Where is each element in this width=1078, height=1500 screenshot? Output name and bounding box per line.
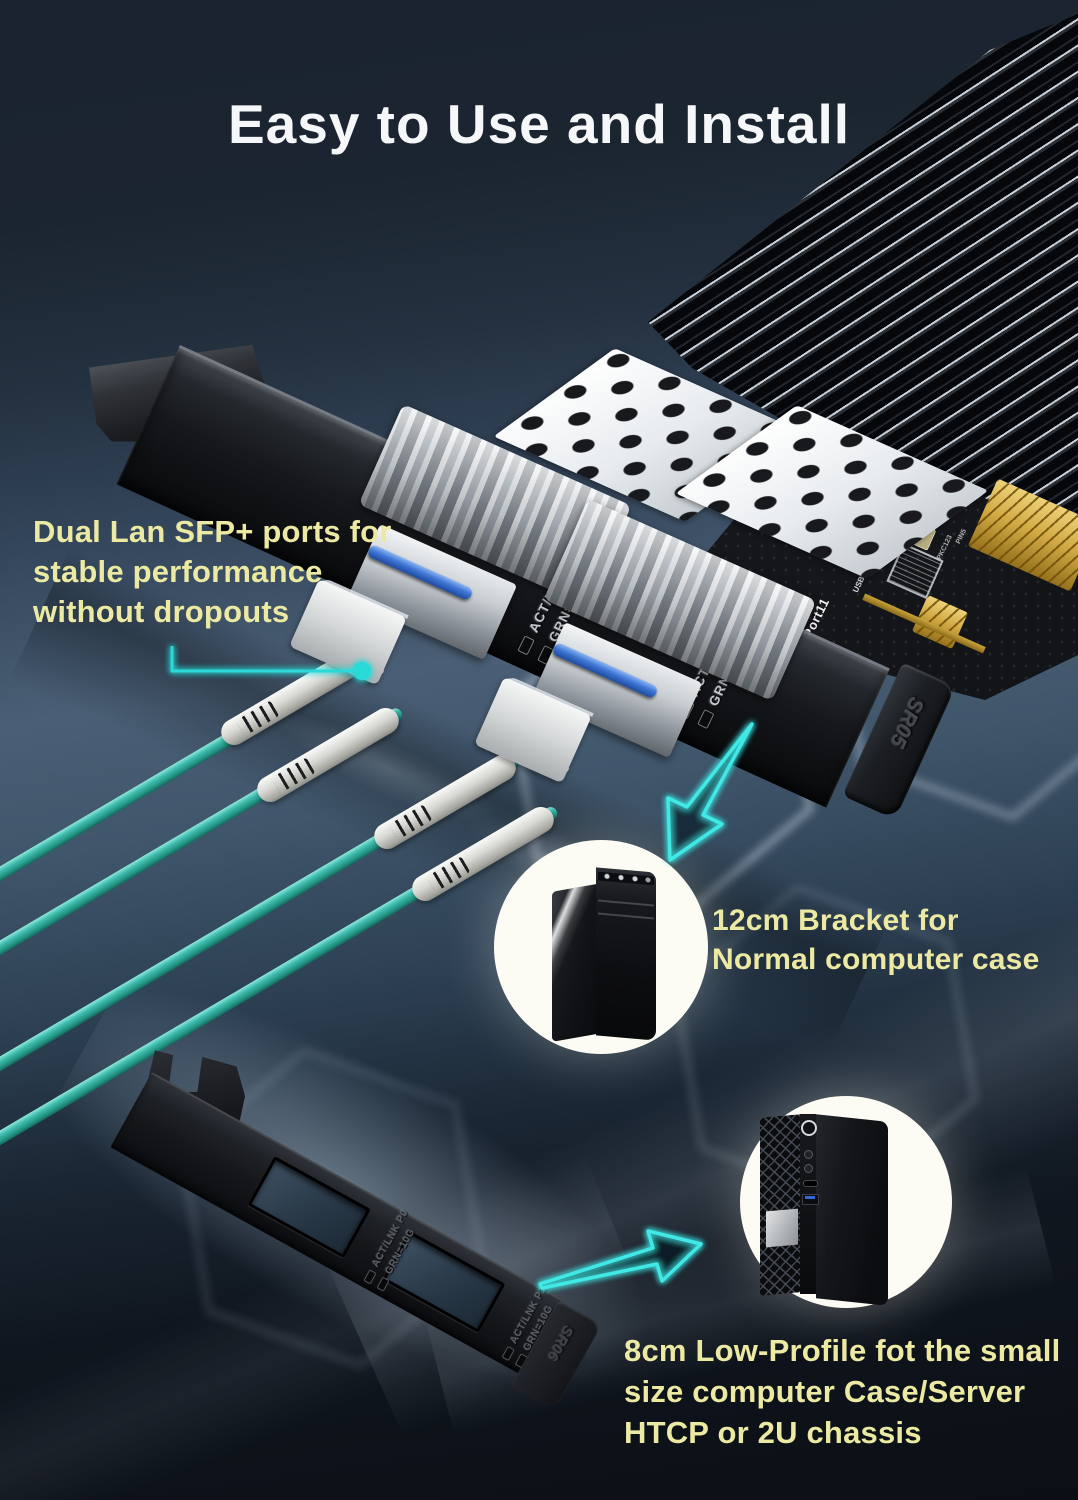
- annotation-line: HTCP or 2U chassis: [624, 1415, 922, 1450]
- annotation-low-profile: 8cm Low-Profile fot the small size compu…: [624, 1330, 1060, 1453]
- annotation-dual-ports: Dual Lan SFP+ ports for stable performan…: [33, 512, 392, 632]
- tower-front-panel: [596, 867, 656, 1041]
- bracket-sku-label: SR05: [885, 693, 929, 751]
- page-title: Easy to Use and Install: [227, 93, 851, 155]
- power-button-icon: [801, 1120, 817, 1136]
- arrow-to-minipc-icon: [538, 1229, 703, 1290]
- annotation-line: Dual Lan SFP+ ports for: [33, 514, 392, 549]
- audio-jack-icon: [804, 1164, 813, 1173]
- annotation-line: stable performance: [33, 554, 323, 589]
- annotation-line: Normal computer case: [712, 943, 1040, 976]
- low-profile-bracket: ACT/LNK P0 GRN=10G ACT/LNK P1 GRN=10G SR…: [110, 1072, 603, 1412]
- usb-c-port-icon: [803, 1180, 818, 1187]
- low-profile-sku-label: SR06: [543, 1322, 577, 1364]
- annotation-line: without dropouts: [33, 594, 290, 629]
- annotation-12cm-bracket: 12cm Bracket for Normal computer case: [712, 901, 1039, 979]
- tower-pc-image: [552, 867, 676, 1044]
- tower-side-panel: [552, 884, 596, 1042]
- mini-pc-drive-cover: [766, 1208, 798, 1248]
- annotation-line: 8cm Low-Profile fot the small: [624, 1333, 1061, 1368]
- annotation-line: size computer Case/Server: [624, 1374, 1026, 1409]
- mini-pc-mesh-front: [760, 1114, 800, 1296]
- mini-pc-side-panel: [816, 1114, 888, 1306]
- annotation-line: 12cm Bracket for: [712, 904, 959, 937]
- mini-pc-image: [760, 1110, 892, 1306]
- audio-jack-icon: [804, 1150, 813, 1159]
- usb-3-port-icon: [802, 1194, 819, 1205]
- low-profile-port0-cutout: [247, 1155, 371, 1259]
- led-indicator-slot: [376, 1276, 390, 1292]
